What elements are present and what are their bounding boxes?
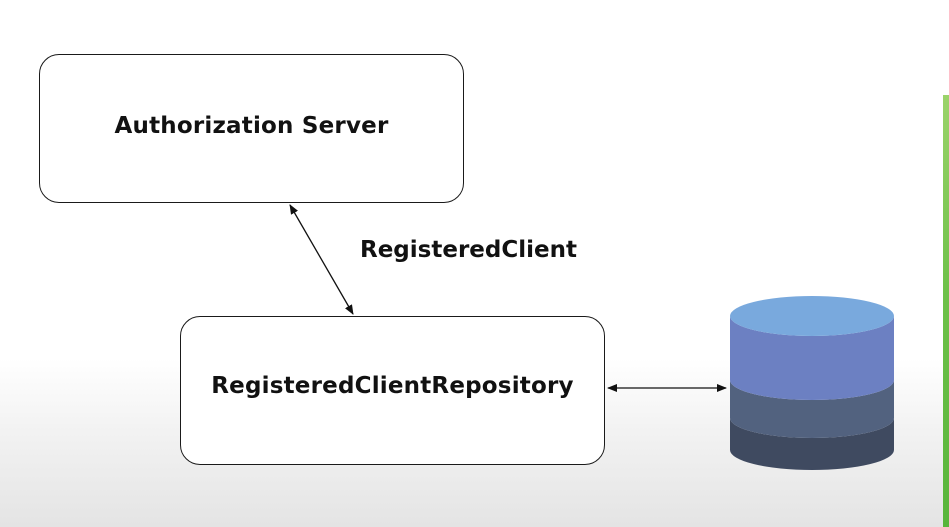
registered-client-repository-label: RegisteredClientRepository <box>211 372 574 399</box>
database-top <box>730 296 894 336</box>
registered-client-repository-node: RegisteredClientRepository <box>180 316 605 465</box>
server-repository-connector <box>289 204 354 315</box>
authorization-server-label: Authorization Server <box>114 112 389 139</box>
database-bottom-band <box>730 418 894 470</box>
database-icon <box>730 296 894 470</box>
registered-client-edge-label: RegisteredClient <box>360 237 577 263</box>
database-lower-band <box>730 380 894 438</box>
edge-decoration <box>943 95 949 527</box>
database-upper-band <box>730 316 894 400</box>
authorization-server-node: Authorization Server <box>39 54 464 203</box>
